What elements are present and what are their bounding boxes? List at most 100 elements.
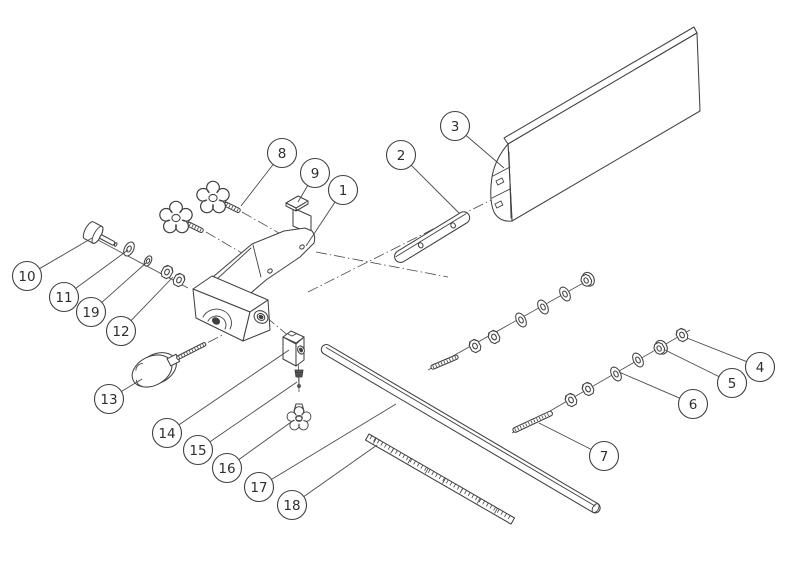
balloon-circle [182, 434, 214, 466]
guide-bar [320, 344, 601, 514]
balloon-circle [385, 139, 417, 171]
flat-washer-left [120, 239, 138, 259]
hex-nut [674, 326, 690, 344]
callout-11: 11 [48, 249, 129, 313]
balloon-number: 3 [451, 119, 460, 135]
leader-line [465, 135, 505, 169]
leader-line [209, 381, 298, 443]
scale-strip [364, 433, 516, 525]
balloon-circle [439, 110, 471, 142]
balloon-number: 10 [18, 269, 35, 285]
balloon-number: 9 [311, 166, 320, 182]
flange-nut-upper [578, 269, 598, 290]
tip-plug [294, 369, 304, 388]
balloon-number: 11 [55, 290, 72, 306]
leader-line [39, 237, 93, 270]
pivot-arch [202, 308, 232, 330]
balloon-circle [266, 137, 298, 169]
callout-1: 1 [305, 174, 359, 247]
balloon-circle [211, 452, 243, 484]
callout-16: 16 [211, 419, 295, 484]
callout-7: 7 [538, 422, 620, 472]
fence-extrusion [490, 26, 701, 222]
callout-2: 2 [385, 139, 460, 214]
balloon-number: 6 [689, 397, 698, 413]
stop-bracket [282, 330, 305, 367]
balloon-number: 13 [100, 392, 117, 408]
leader-line [178, 349, 290, 426]
balloon-number: 12 [112, 324, 129, 340]
callout-18: 18 [276, 444, 378, 521]
support-arm-body [192, 207, 316, 342]
leader-line [410, 164, 460, 214]
hex-nut-lower-b [580, 380, 596, 398]
balloon-circle [243, 471, 275, 503]
balloon-circle [744, 351, 776, 383]
leader-line [538, 422, 592, 450]
callout-5: 5 [664, 349, 748, 399]
leader-line [297, 185, 309, 203]
leader-line [686, 337, 747, 363]
balloon-circle [151, 417, 183, 449]
leader-line [664, 349, 720, 378]
callout-10: 10 [11, 237, 93, 292]
balloon-circle [276, 489, 308, 521]
callout-13: 13 [93, 378, 143, 415]
callout-19: 19 [75, 262, 147, 328]
balloon-circle [11, 260, 43, 292]
clamp-plate [285, 195, 309, 212]
leader-line [75, 249, 129, 289]
leader-line [271, 403, 397, 480]
balloon-number: 19 [82, 305, 99, 321]
knob-bolt-upper [196, 180, 241, 214]
flange-nut [651, 337, 671, 358]
stud-upper [430, 354, 459, 370]
balloon-circle [677, 388, 709, 420]
pivot-plate [394, 211, 471, 263]
callout-17: 17 [243, 403, 397, 503]
pivot-pin [82, 221, 118, 247]
knob-screw [286, 403, 312, 431]
threaded-stud [512, 410, 553, 433]
callout-14: 14 [151, 349, 290, 449]
balloon-number: 18 [283, 498, 300, 514]
lock-washer-left [142, 254, 154, 268]
leader-line [130, 276, 174, 321]
leader-line [238, 419, 295, 460]
callout-4: 4 [686, 337, 776, 383]
hex-nut-left-b [171, 271, 187, 289]
washer-upper-a [512, 310, 530, 330]
callout-15: 15 [182, 381, 298, 466]
hex-nut-lower-a [563, 391, 579, 409]
callout-9: 9 [297, 157, 331, 203]
balloon-circle [93, 383, 125, 415]
washer-upper-b [534, 297, 552, 317]
balloon-number: 15 [189, 443, 206, 459]
balloon-number: 2 [397, 148, 406, 164]
leader-line [303, 444, 378, 497]
balloon-number: 4 [756, 360, 765, 376]
leader-line [618, 371, 680, 399]
washer-upper-c [556, 284, 574, 304]
balloon-circle [588, 440, 620, 472]
lock-knob [131, 334, 224, 388]
flat-washer-b [629, 350, 647, 370]
balloon-number: 17 [250, 480, 267, 496]
balloon-circle [299, 157, 331, 189]
callout-8: 8 [240, 137, 298, 207]
callout-6: 6 [618, 371, 709, 420]
balloon-number: 8 [278, 146, 287, 162]
flat-washer [607, 364, 625, 384]
leader-line [101, 262, 147, 303]
knob-bolt-lower [159, 200, 204, 234]
balloon-circle [327, 174, 359, 206]
balloon-number: 5 [728, 376, 737, 392]
callout-3: 3 [439, 110, 505, 169]
balloon-circle [716, 367, 748, 399]
balloon-circle [105, 315, 137, 347]
callout-12: 12 [105, 276, 174, 347]
balloon-circle [75, 296, 107, 328]
balloon-number: 16 [218, 461, 235, 477]
